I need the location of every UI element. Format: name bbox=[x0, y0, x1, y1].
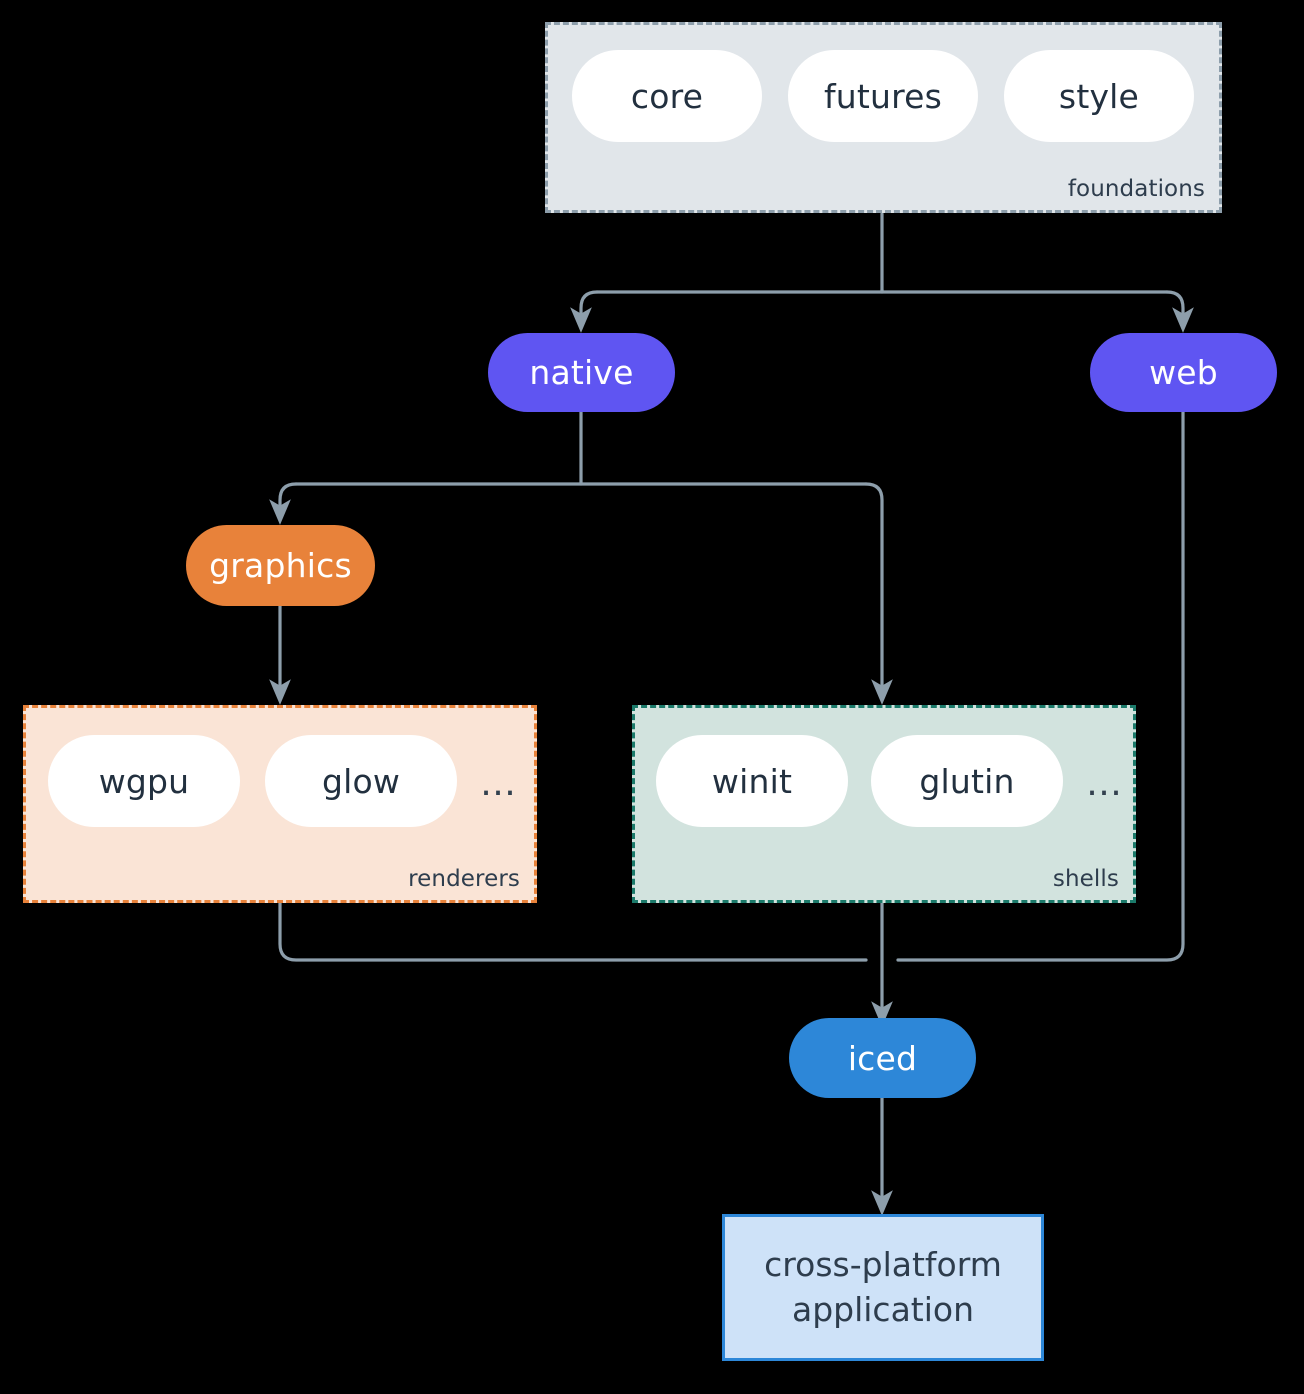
node-winit[interactable]: winit bbox=[656, 735, 848, 827]
node-iced-label: iced bbox=[847, 1038, 918, 1078]
node-web[interactable]: web bbox=[1090, 333, 1277, 412]
node-graphics-label: graphics bbox=[209, 546, 352, 585]
node-core-label: core bbox=[630, 76, 704, 116]
node-iced[interactable]: iced bbox=[789, 1018, 976, 1098]
node-native-label: native bbox=[529, 353, 634, 392]
application-label-line2: application bbox=[791, 1289, 975, 1329]
node-futures[interactable]: futures bbox=[788, 50, 978, 142]
node-glutin[interactable]: glutin bbox=[871, 735, 1063, 827]
node-native[interactable]: native bbox=[488, 333, 675, 412]
edge-foundations-to-native-and-web bbox=[570, 212, 1194, 333]
node-wgpu-label: wgpu bbox=[98, 761, 190, 801]
shells-ellipsis: … bbox=[1086, 763, 1124, 804]
node-core[interactable]: core bbox=[572, 50, 762, 142]
node-wgpu[interactable]: wgpu bbox=[48, 735, 240, 827]
node-style-label: style bbox=[1058, 76, 1140, 116]
application-label-line1: cross-platform bbox=[764, 1244, 1002, 1284]
node-graphics[interactable]: graphics bbox=[186, 525, 375, 606]
node-style[interactable]: style bbox=[1004, 50, 1194, 142]
node-glow-label: glow bbox=[321, 761, 401, 801]
renderers-ellipsis: … bbox=[480, 763, 518, 804]
node-winit-label: winit bbox=[711, 761, 793, 801]
node-cross-platform-application[interactable]: cross-platform application bbox=[722, 1214, 1044, 1361]
node-web-label: web bbox=[1149, 353, 1218, 392]
node-glutin-label: glutin bbox=[919, 761, 1015, 801]
cluster-renderers-label: renderers bbox=[408, 866, 520, 892]
cluster-foundations-label: foundations bbox=[1067, 176, 1205, 202]
node-futures-label: futures bbox=[823, 76, 943, 116]
cluster-shells-label: shells bbox=[1052, 866, 1119, 892]
node-glow[interactable]: glow bbox=[265, 735, 457, 827]
edge-renderers-to-iced bbox=[278, 901, 868, 962]
